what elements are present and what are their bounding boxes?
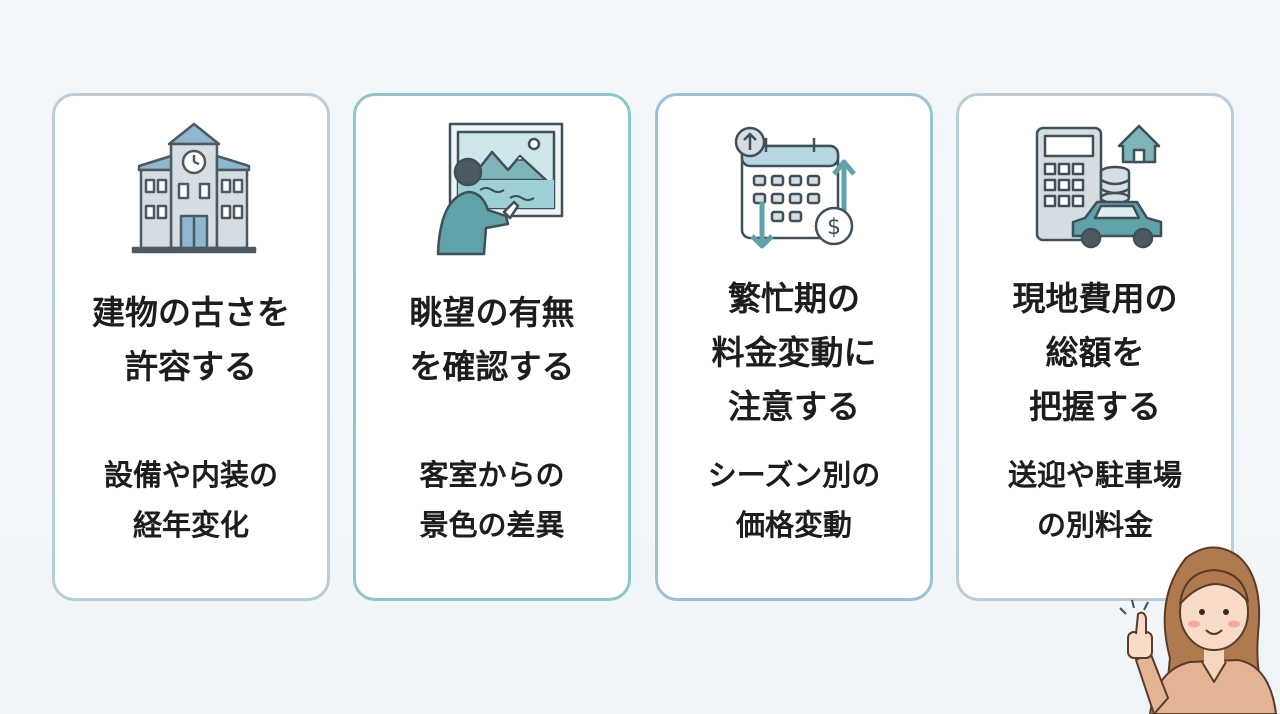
card-description-line: 客室からの — [419, 458, 565, 492]
card-title-line: 把握する — [1029, 387, 1161, 426]
card-title-line: 料金変動に — [711, 333, 877, 372]
card-title-line: 現地費用の — [1012, 279, 1178, 318]
card-description: シーズン別の 価格変動 — [658, 450, 930, 550]
card-title: 繁忙期の 料金変動に 注意する — [658, 272, 930, 434]
tip-card-peak-season: $ 繁忙期の 料金変動に 注意する シーズン別の 価格変動 — [655, 93, 933, 601]
woman-thumbs-up-icon — [1119, 546, 1277, 714]
card-description-line: シーズン別の — [707, 458, 881, 492]
card-description: 送迎や駐車場 の別料金 — [959, 450, 1231, 550]
card-title-line: 許容する — [125, 347, 257, 386]
card-title-line: 注意する — [728, 387, 860, 426]
card-title-line: 総額を — [1045, 333, 1145, 372]
card-title-line: 建物の古さを — [92, 293, 290, 332]
svg-text:$: $ — [827, 215, 841, 240]
card-description-line: 送迎や駐車場 — [1007, 458, 1182, 492]
card-title-line: 繁忙期の — [728, 279, 860, 318]
card-description-line: の別料金 — [1036, 508, 1153, 542]
card-description: 客室からの 景色の差異 — [356, 450, 628, 550]
tip-card-view: 眺望の有無 を確認する 客室からの 景色の差異 — [353, 93, 631, 601]
scenic-view-icon — [436, 122, 564, 256]
tip-card-building-age: 建物の古さを 許容する 設備や内装の 経年変化 — [52, 93, 330, 601]
tip-card-local-costs: 現地費用の 総額を 把握する 送迎や駐車場 の別料金 — [956, 93, 1234, 601]
building-icon — [131, 122, 257, 254]
card-description-line: 設備や内装の — [103, 458, 278, 492]
card-title-line: を確認する — [409, 347, 575, 386]
card-title: 現地費用の 総額を 把握する — [959, 272, 1231, 434]
card-description-line: 景色の差異 — [419, 508, 565, 542]
card-description-line: 経年変化 — [132, 508, 249, 542]
card-title: 眺望の有無 を確認する — [356, 286, 628, 394]
card-description-line: 価格変動 — [735, 508, 852, 542]
calendar-price-icon: $ — [734, 126, 856, 249]
card-title: 建物の古さを 許容する — [55, 286, 327, 394]
card-title-line: 眺望の有無 — [409, 293, 575, 332]
calculator-cost-icon — [1035, 124, 1163, 249]
card-description: 設備や内装の 経年変化 — [55, 450, 327, 550]
